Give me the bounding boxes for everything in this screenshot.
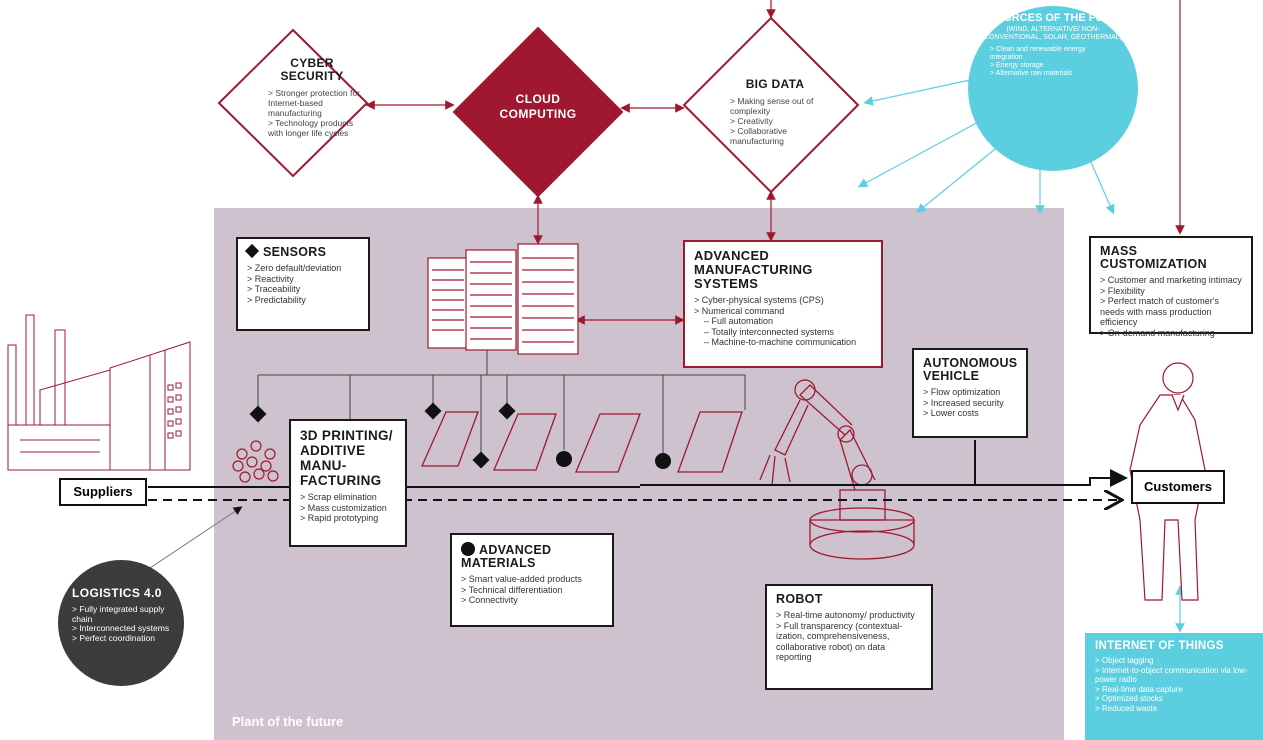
advanced-manufacturing-subitem: – Full automation: [704, 316, 774, 326]
autonomous-vehicle-title: AUTONOMOUS VEHICLE: [923, 356, 1018, 383]
mass-customization-item: > Customer and marketing intimacy: [1100, 275, 1242, 285]
cyber-security-item: > Stronger protection for Internet-based…: [268, 88, 360, 118]
cyber-security-item: > Technology products with longer life c…: [268, 118, 354, 138]
factory-sketch: [7, 314, 191, 471]
advanced-materials-item: > Connectivity: [461, 595, 518, 605]
advanced-manufacturing-subitem: – Totally interconnected systems: [704, 326, 834, 337]
mass-customization-title: MASS CUSTOMIZATION: [1100, 244, 1207, 271]
plant-label: Plant of the future: [232, 714, 344, 729]
mass-customization-item: > On-demand manufacturing: [1100, 327, 1215, 338]
circle-icon: [461, 542, 475, 556]
advanced-manufacturing-subitem: – Machine-to-machine communication: [704, 337, 857, 347]
internet-of-things-box: INTERNET OF THINGS > Object tagging > In…: [1085, 633, 1263, 740]
advanced-materials-item: > Smart value-added products: [461, 574, 582, 584]
big-data-item: > Collaborative manufacturing: [730, 126, 787, 146]
iot-item: > Real-time data capture: [1095, 684, 1183, 694]
sensors-item: > Zero default/deviation: [247, 263, 342, 273]
advanced-manufacturing-box: ADVANCED MANUFACTURING SYSTEMS > Cyber-p…: [683, 240, 883, 368]
sensor-network: [257, 350, 746, 455]
sensors-box: SENSORS > Zero default/deviation > React…: [236, 237, 370, 331]
robot-item: > Real-time autonomy/ productivity: [776, 610, 915, 620]
sensors-title: SENSORS: [244, 243, 359, 259]
3d-printing-item: > Scrap elimination: [300, 492, 377, 502]
sensors-item: > Predictability: [247, 294, 306, 305]
iot-item: > Internet-to-object communication via l…: [1095, 665, 1248, 685]
advanced-manufacturing-title: ADVANCED MANUFACTURING SYSTEMS: [694, 248, 813, 291]
cyber-security-diamond: [217, 28, 369, 178]
mass-customization-item: > Perfect match of customer's needs with…: [1100, 296, 1220, 327]
logistics-item: > Interconnected systems: [72, 623, 170, 633]
products-on-line: [420, 411, 743, 473]
resources-subtitle: (WIND, ALTERNATIVE/ NON-CONVENTIONAL, SO…: [983, 26, 1123, 41]
3d-printing-item: > Rapid prototyping: [300, 513, 379, 523]
resources-title: RESOURCES OF THE FUTURE: [972, 12, 1134, 24]
autonomous-vehicle-item: > Flow optimization: [923, 387, 1001, 397]
cloud-computing-title: CLOUD COMPUTING: [499, 92, 577, 121]
autonomous-vehicle-item: > Increased security: [923, 397, 1004, 408]
logistics-circle: LOGISTICS 4.0 > Fully integrated supply …: [58, 560, 184, 686]
big-data-item: > Creativity: [730, 116, 773, 126]
resources-item: > Alternative raw materials: [990, 70, 1073, 77]
sensors-title-text: SENSORS: [263, 245, 327, 259]
advanced-materials-title-line1: ADVANCED: [479, 543, 552, 557]
resources-item: > Clean and renewable energy integration: [990, 46, 1086, 61]
iot-item: > Object tagging: [1095, 656, 1154, 665]
robot-item: > Full transparency (contextual- ization…: [776, 620, 903, 663]
server-racks: [427, 243, 579, 355]
advanced-materials-item: > Technical differentiation: [461, 584, 563, 595]
iot-item: > Optimized stocks: [1095, 694, 1163, 703]
customers-label: Customers: [1131, 470, 1225, 504]
big-data-title: BIG DATA: [745, 77, 805, 91]
autonomous-vehicle-item: > Lower costs: [923, 408, 979, 418]
advanced-materials-title-line2: MATERIALS: [461, 556, 536, 570]
resources-item: > Energy storage: [990, 62, 1044, 69]
diamond-icon: [244, 243, 260, 259]
iot-title: INTERNET OF THINGS: [1095, 640, 1224, 652]
advanced-manufacturing-item: > Cyber-physical systems (CPS): [694, 295, 824, 305]
robot-box: ROBOT > Real-time autonomy/ productivity…: [765, 584, 933, 690]
3d-printing-title: 3D PRINTING/ ADDITIVE MANU- FACTURING: [300, 428, 393, 488]
logistics-title: LOGISTICS 4.0: [72, 586, 162, 600]
sensors-item: > Reactivity: [247, 273, 294, 284]
suppliers-label: Suppliers: [59, 478, 147, 506]
logistics-item: > Fully integrated supply chain: [72, 604, 165, 624]
iot-item: > Reduced waste: [1095, 703, 1158, 713]
3d-printing-item: > Mass customization: [300, 502, 387, 513]
sensors-item: > Traceability: [247, 284, 301, 294]
logistics-item: > Perfect coordination: [72, 632, 155, 643]
advanced-manufacturing-item: > Numerical command: [694, 305, 785, 316]
big-data-item: > Making sense out of complexity: [730, 96, 814, 116]
mass-customization-box: MASS CUSTOMIZATION > Customer and market…: [1089, 236, 1253, 338]
big-data-text: BIG DATA > Making sense out of complexit…: [730, 77, 820, 147]
robot-arm: [759, 379, 915, 560]
mass-customization-item: > Flexibility: [1100, 285, 1145, 296]
cyber-security-title: CYBER SECURITY: [280, 56, 344, 83]
cyber-security-text: CYBER SECURITY > Stronger protection for…: [268, 57, 364, 139]
raw-material-pellets: [232, 440, 279, 483]
resources-of-the-future-circle: RESOURCES OF THE FUTURE (WIND, ALTERNATI…: [968, 6, 1138, 171]
robot-title: ROBOT: [776, 592, 823, 606]
autonomous-vehicle-box: AUTONOMOUS VEHICLE > Flow optimization >…: [912, 348, 1028, 438]
sensor-markers: [249, 402, 671, 469]
3d-printing-box: 3D PRINTING/ ADDITIVE MANU- FACTURING > …: [289, 419, 407, 547]
